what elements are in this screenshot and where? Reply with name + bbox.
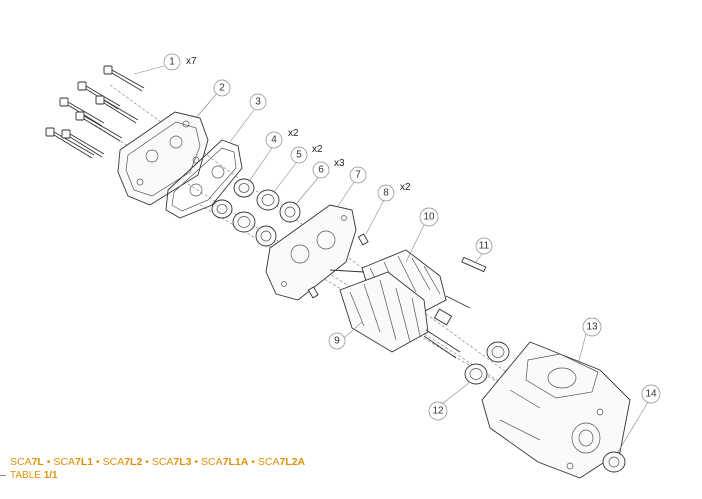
- callout-8: 8 x2: [365, 182, 411, 235]
- callout-3-number: 3: [255, 97, 261, 108]
- part-1-bolts: [45, 65, 145, 159]
- part-8-dowel-pins: [307, 233, 369, 299]
- callouts: 1 x7 2 3 4 x2 5 x2 6 x3: [133, 53, 661, 453]
- callout-4: 4 x2: [249, 128, 299, 181]
- callout-2: 2: [195, 79, 231, 119]
- callout-9: 9: [328, 321, 363, 350]
- margin-tick: [0, 475, 6, 476]
- part-7-bearing-plate: [265, 204, 357, 301]
- callout-1: 1 x7: [133, 53, 197, 75]
- model-separator: •: [145, 456, 149, 468]
- part-5-bearings: [232, 189, 280, 233]
- model-5: SCA7L1A: [201, 456, 249, 468]
- callout-1-quantity: x7: [186, 56, 197, 67]
- callout-14-number: 14: [645, 389, 657, 400]
- callout-7: 7: [337, 166, 367, 207]
- footer: SCA7L • SCA7L1 • SCA7L2 • SCA7L3 • SCA7L…: [10, 456, 305, 482]
- part-11-key: [461, 256, 487, 273]
- part-12-bearings: [464, 341, 510, 385]
- model-4: SCA7L3: [151, 456, 192, 468]
- callout-9-number: 9: [334, 336, 340, 347]
- callout-6: 6 x3: [295, 158, 345, 205]
- callout-12-number: 12: [432, 406, 444, 417]
- callout-13-number: 13: [586, 322, 598, 333]
- part-4-bushings: [211, 178, 255, 219]
- model-separator: •: [194, 456, 199, 468]
- table-value: 1/1: [43, 470, 58, 481]
- callout-5-quantity: x2: [312, 144, 323, 155]
- callout-8-quantity: x2: [400, 182, 411, 193]
- model-separator: •: [46, 456, 51, 468]
- part-13-housing: [481, 341, 631, 479]
- part-2-end-cover: [117, 111, 209, 206]
- callout-5-number: 5: [296, 150, 302, 161]
- model-2: SCA7L1: [53, 456, 94, 468]
- model-3: SCA7L2: [102, 456, 143, 468]
- callout-10: 10: [405, 207, 439, 263]
- part-3-gasket: [165, 139, 243, 219]
- callout-8-number: 8: [383, 188, 389, 199]
- callout-1-number: 1: [169, 57, 175, 68]
- callout-13: 13: [577, 317, 602, 365]
- callout-4-number: 4: [271, 135, 277, 146]
- callout-11: 11: [475, 237, 493, 263]
- model-separator: •: [251, 456, 255, 468]
- callout-12: 12: [428, 381, 471, 421]
- part-6-seals: [255, 201, 301, 247]
- model-6: SCA7L2A: [257, 456, 306, 468]
- callout-4-quantity: x2: [288, 128, 299, 139]
- model-separator: •: [96, 456, 100, 468]
- callout-5: 5 x2: [273, 144, 323, 193]
- callout-3: 3: [229, 93, 267, 143]
- table-reference: TABLE 1/1: [10, 469, 305, 482]
- table-label: TABLE: [10, 470, 41, 481]
- callout-7-number: 7: [355, 170, 361, 181]
- part-14-shaft-seal: [602, 451, 626, 473]
- model-1: SCA7L: [10, 456, 44, 468]
- callout-11-number: 11: [479, 241, 490, 252]
- part-9-rotor: [339, 271, 461, 359]
- model-list: SCA7L • SCA7L1 • SCA7L2 • SCA7L3 • SCA7L…: [10, 456, 305, 469]
- callout-6-number: 6: [318, 165, 324, 176]
- callout-10-number: 10: [423, 212, 435, 223]
- callout-2-number: 2: [219, 83, 225, 94]
- callout-14: 14: [617, 384, 661, 453]
- callout-6-quantity: x3: [334, 158, 345, 169]
